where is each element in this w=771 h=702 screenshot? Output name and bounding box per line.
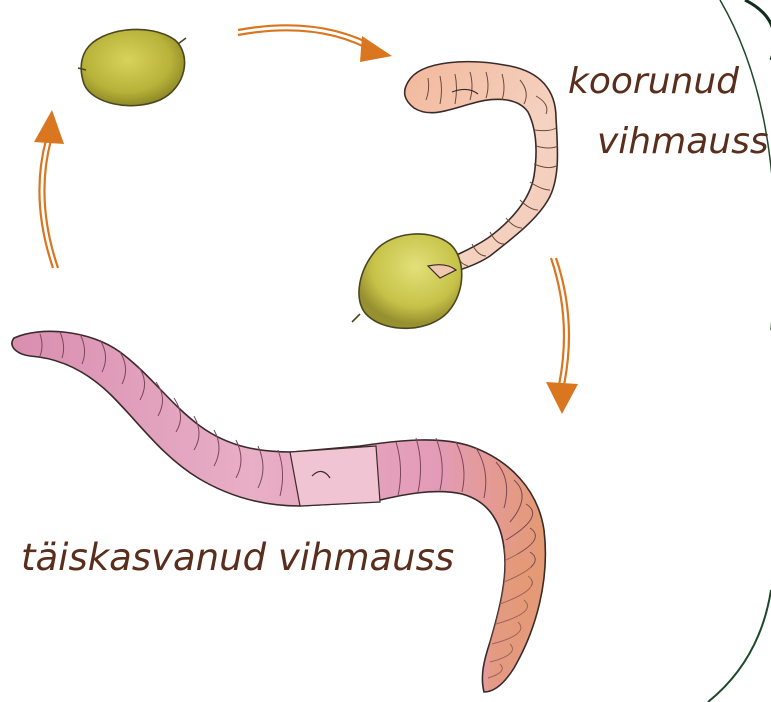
border-ring xyxy=(745,0,771,60)
arrow-left-head xyxy=(34,110,64,144)
cocoon-hatching xyxy=(352,234,462,328)
arrow-top xyxy=(238,25,378,53)
border-ring-inner xyxy=(720,0,771,330)
adult-worm xyxy=(12,331,545,692)
cocoon-top xyxy=(78,29,186,105)
hatched-worm-label-line2: vihmauss xyxy=(597,124,769,160)
arrow-left xyxy=(39,140,58,268)
arrow-top-head xyxy=(360,36,392,62)
border-ring-bottom xyxy=(708,590,771,702)
arrow-right xyxy=(551,258,569,385)
hatched-worm-label-line1: koorunud xyxy=(568,64,739,100)
arrow-right-head xyxy=(546,382,578,414)
adult-worm-label: täiskasvanud vihmauss xyxy=(21,539,454,576)
